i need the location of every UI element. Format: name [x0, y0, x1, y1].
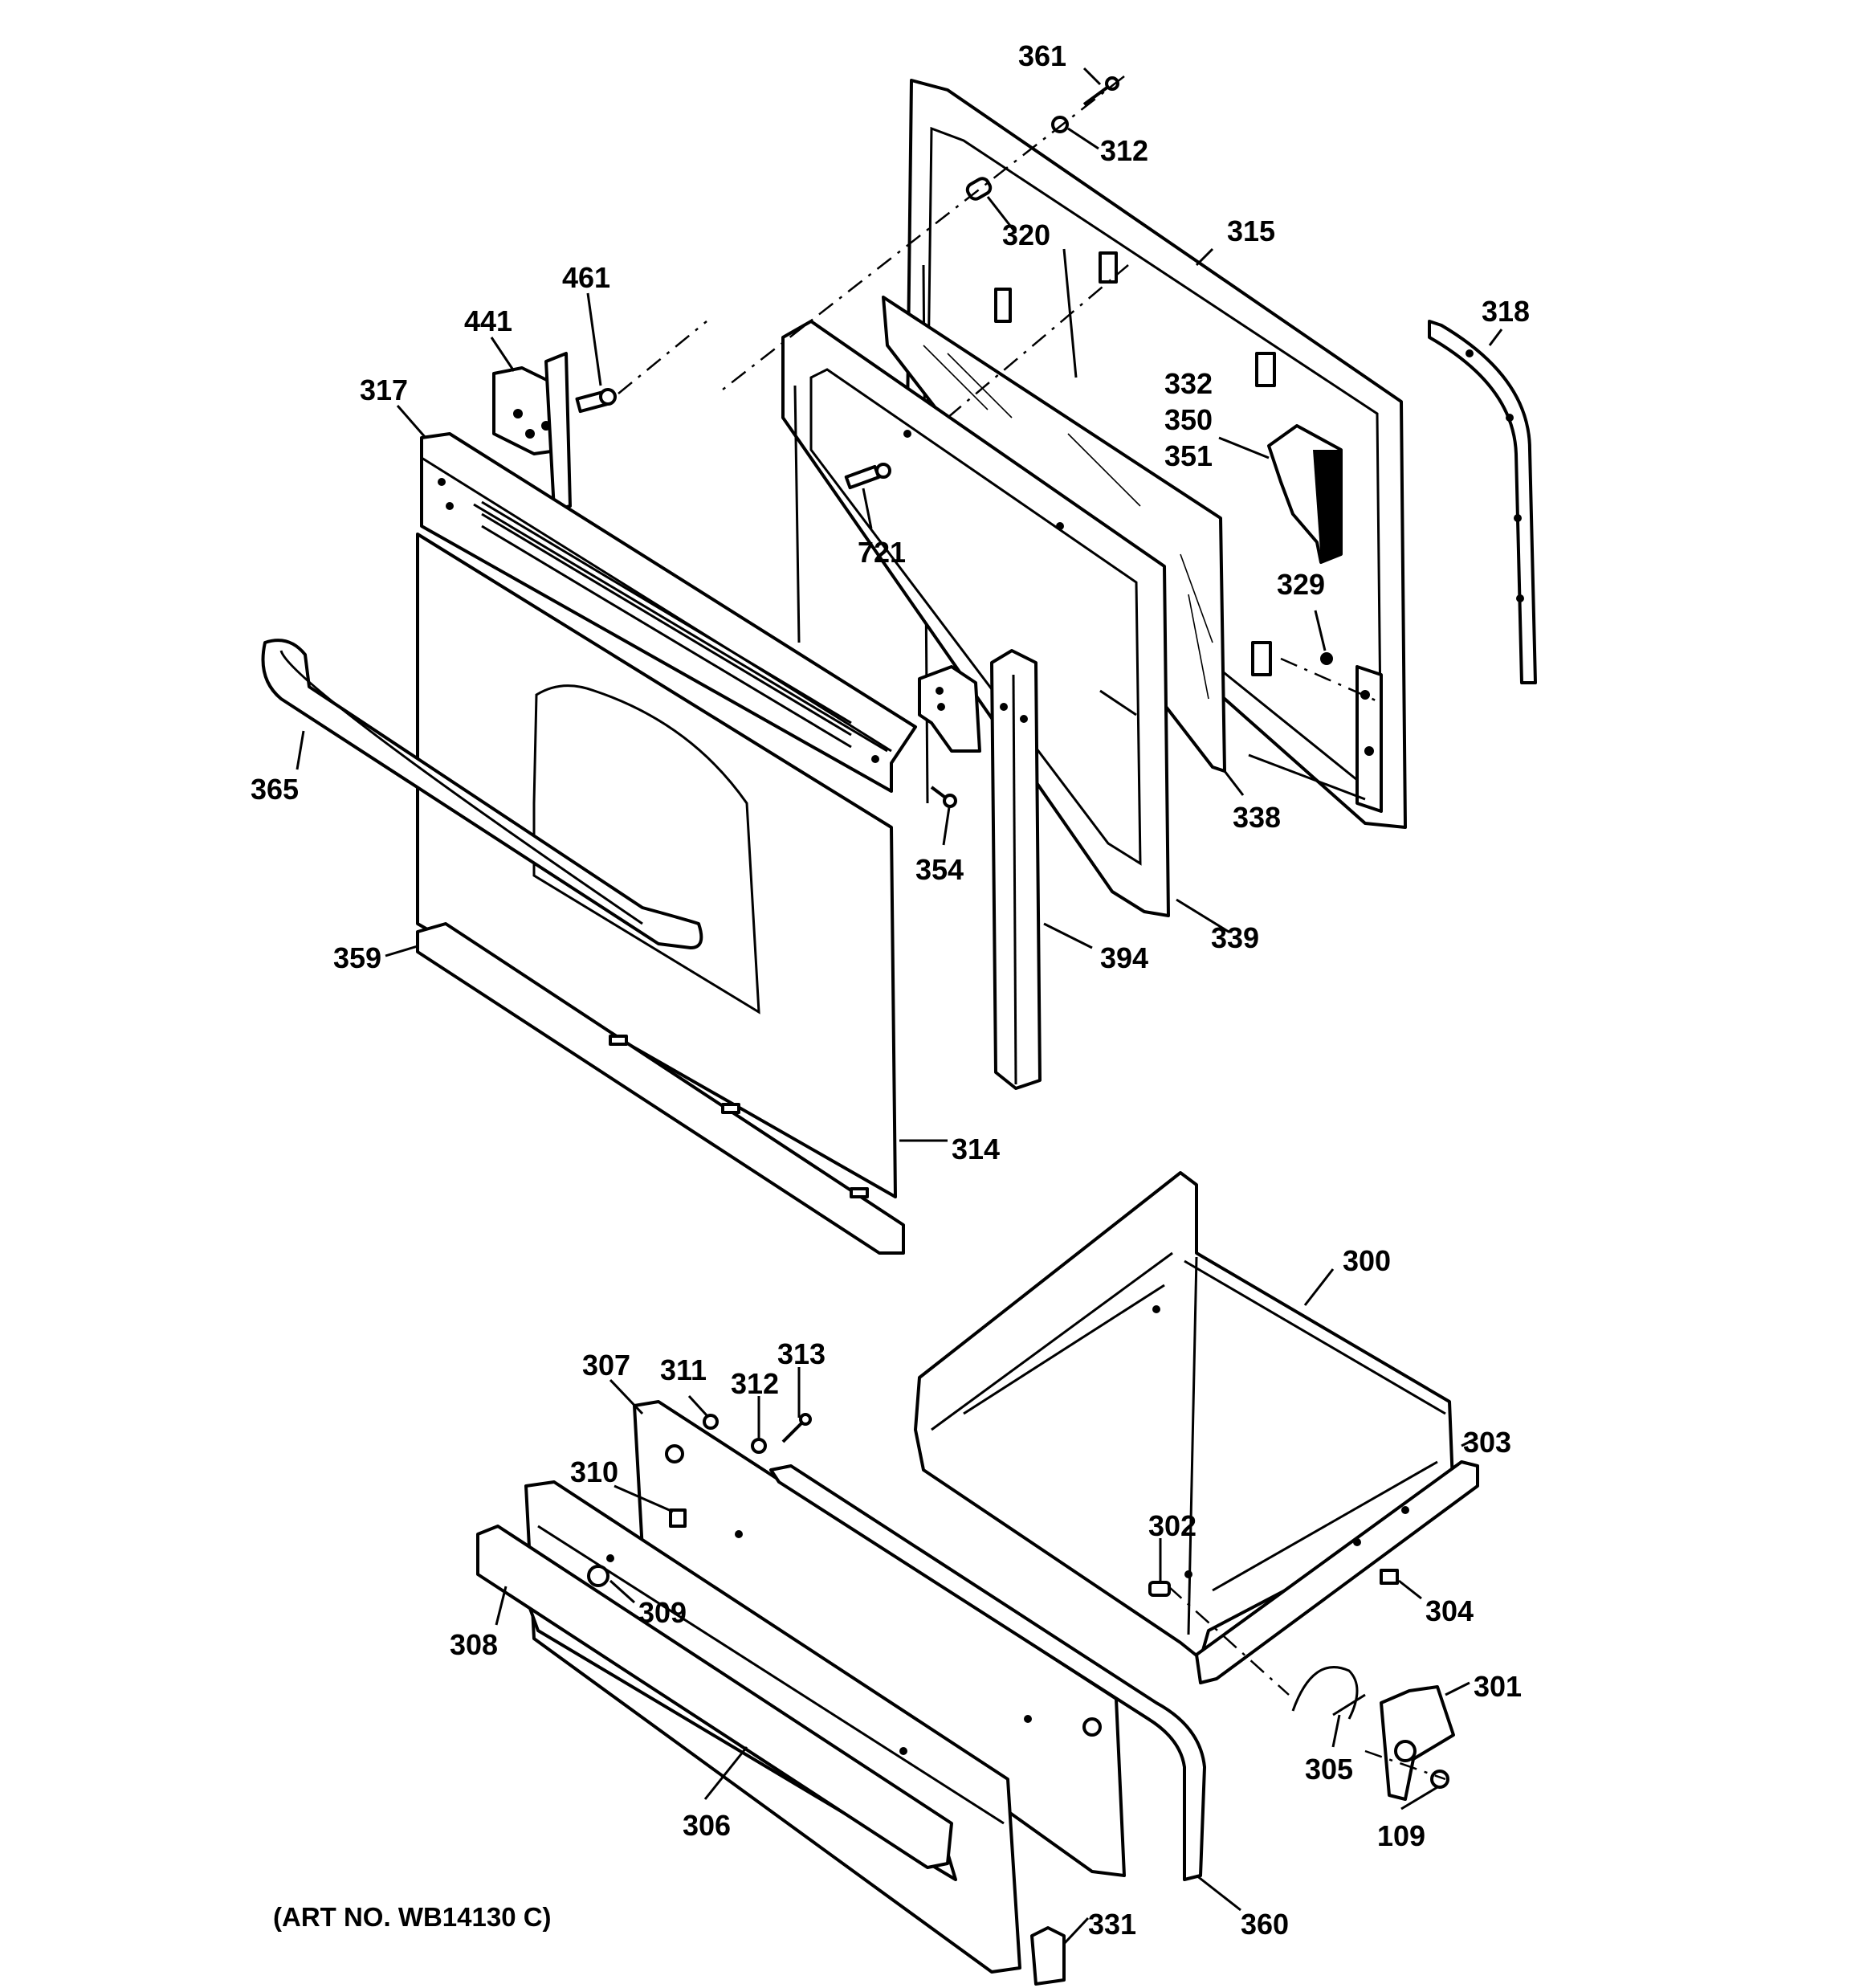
callout-331: 331 — [1088, 1908, 1136, 1941]
callout-360: 360 — [1241, 1908, 1289, 1941]
callout-313: 313 — [777, 1337, 826, 1370]
part-360-drawer-gasket — [769, 1464, 1206, 1881]
callout-307: 307 — [582, 1349, 630, 1382]
callout-441: 441 — [464, 304, 512, 337]
callout-350: 350 — [1164, 403, 1213, 436]
leader-lines — [296, 67, 1503, 1945]
callout-359: 359 — [333, 941, 381, 974]
callout-314: 314 — [952, 1133, 1000, 1165]
callout-320: 320 — [1002, 218, 1050, 251]
part-313-screw — [781, 1413, 812, 1443]
part-354-hinge-bracket — [918, 665, 981, 808]
part-314-outer-door-panel — [416, 533, 897, 1198]
part-304-slide-clip — [1380, 1569, 1399, 1585]
part-308-drawer-handle — [476, 1525, 953, 1869]
callout-721: 721 — [858, 536, 906, 569]
callout-300: 300 — [1343, 1244, 1391, 1277]
callout-318: 318 — [1482, 295, 1530, 328]
callout-306: 306 — [683, 1809, 731, 1842]
callout-304: 304 — [1425, 1594, 1474, 1627]
part-394-door-side-trim — [990, 649, 1042, 1090]
callout-461: 461 — [562, 261, 610, 294]
part-332-insulation — [1267, 424, 1343, 564]
art-number: (ART NO. WB14130 C) — [273, 1902, 552, 1932]
part-359-door-bottom-trim — [416, 922, 905, 1255]
callout-317: 317 — [360, 374, 408, 406]
callout-354: 354 — [915, 853, 964, 886]
part-312-washer-lower — [751, 1438, 767, 1454]
callout-303: 303 — [1463, 1426, 1511, 1459]
part-300-drawer-box — [914, 1171, 1455, 1660]
callouts: 361 312 320 315 318 461 441 317 332 350 … — [251, 39, 1530, 1941]
callout-315: 315 — [1227, 214, 1275, 247]
callout-329: 329 — [1277, 568, 1325, 601]
callout-351: 351 — [1164, 439, 1213, 472]
callout-301: 301 — [1474, 1670, 1522, 1703]
part-318-door-gasket — [1428, 320, 1537, 684]
callout-312-top: 312 — [1100, 134, 1148, 167]
callout-332: 332 — [1164, 367, 1213, 400]
part-302-pin — [1148, 1581, 1171, 1597]
callout-365: 365 — [251, 773, 299, 806]
part-311-nut — [703, 1414, 719, 1430]
part-361-screw — [1082, 76, 1119, 106]
part-441-hinge-bracket — [492, 352, 572, 512]
callout-312-lower: 312 — [731, 1367, 779, 1400]
assembly-lines — [618, 76, 1446, 1781]
callout-309: 309 — [638, 1596, 687, 1629]
callout-311: 311 — [660, 1353, 707, 1386]
callout-305: 305 — [1305, 1753, 1353, 1786]
callout-394: 394 — [1100, 941, 1148, 974]
part-331-bracket — [1030, 1926, 1066, 1986]
part-315-inner-door-panel — [906, 79, 1407, 829]
part-305-spring — [1291, 1666, 1366, 1720]
part-365-door-handle — [261, 639, 703, 949]
callout-308: 308 — [450, 1628, 498, 1661]
part-461-screw — [575, 388, 617, 414]
callout-338: 338 — [1233, 801, 1281, 834]
callout-339: 339 — [1211, 921, 1259, 954]
part-301-bracket — [1380, 1685, 1455, 1801]
callout-361: 361 — [1018, 39, 1066, 72]
part-310-clip — [669, 1508, 687, 1528]
part-721-screw — [844, 463, 891, 490]
callout-109: 109 — [1377, 1819, 1425, 1852]
callout-310: 310 — [570, 1455, 618, 1488]
part-329-nut — [1320, 652, 1333, 665]
part-303-slide-rail — [1195, 1460, 1479, 1684]
vent-slots — [481, 500, 852, 749]
callout-302: 302 — [1148, 1509, 1196, 1542]
